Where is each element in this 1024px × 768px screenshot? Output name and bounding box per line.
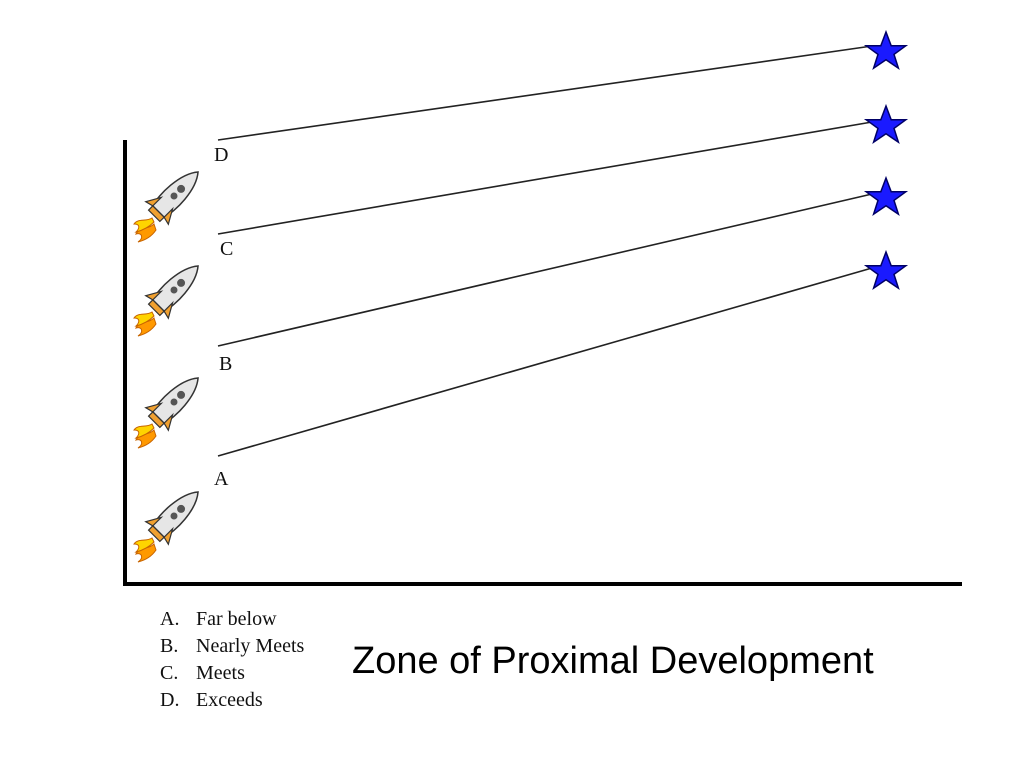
trajectory-line-c bbox=[217, 121, 873, 235]
level-label-a: A bbox=[214, 468, 229, 490]
legend-text: Far below bbox=[196, 608, 277, 630]
rocket-icon bbox=[133, 479, 211, 563]
level-label-b: B bbox=[219, 353, 232, 375]
legend-key: C. bbox=[160, 662, 179, 684]
level-label-c: C bbox=[220, 238, 233, 260]
rocket-icon bbox=[133, 365, 211, 449]
star-icon bbox=[865, 105, 907, 143]
star-icon bbox=[865, 31, 907, 69]
legend-text: Exceeds bbox=[196, 689, 263, 711]
legend: A. Far below B. Nearly Meets C. Meets D.… bbox=[160, 606, 304, 714]
star-icon bbox=[865, 177, 907, 215]
rocket-icon bbox=[133, 253, 211, 337]
legend-item: D. Exceeds bbox=[160, 687, 304, 714]
trajectory-line-a bbox=[217, 267, 873, 457]
legend-item: A. Far below bbox=[160, 606, 304, 633]
legend-key: B. bbox=[160, 635, 179, 657]
star-icon bbox=[865, 251, 907, 289]
legend-key: A. bbox=[160, 608, 180, 630]
legend-text: Nearly Meets bbox=[196, 635, 305, 657]
legend-text: Meets bbox=[196, 662, 245, 684]
diagram-caption: Zone of Proximal Development bbox=[352, 640, 874, 682]
trajectory-line-b bbox=[217, 193, 873, 347]
rocket-icon bbox=[133, 159, 211, 243]
legend-key: D. bbox=[160, 689, 180, 711]
legend-item: B. Nearly Meets bbox=[160, 633, 304, 660]
level-label-d: D bbox=[214, 144, 228, 166]
trajectory-line-d bbox=[217, 45, 873, 141]
legend-item: C. Meets bbox=[160, 660, 304, 687]
